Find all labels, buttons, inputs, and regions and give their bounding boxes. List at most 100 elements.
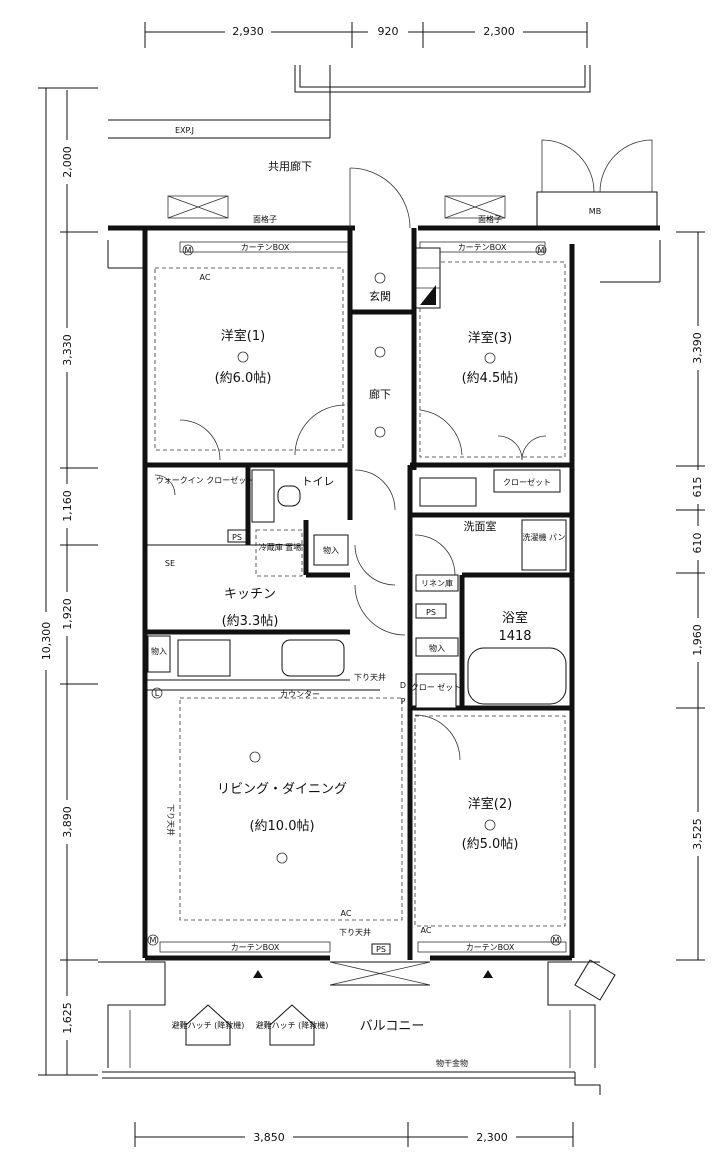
marker-l: L: [155, 689, 160, 698]
marker-m-4: M: [553, 936, 560, 945]
dim-left-1: 2,000: [61, 146, 74, 178]
dim-bottom-2: 2,300: [476, 1131, 508, 1144]
common-corridor-label: 共用廊下: [268, 159, 312, 173]
cooktop: [177, 639, 231, 677]
closet-top-box: [493, 469, 561, 493]
dim-left-4: 1,920: [61, 598, 74, 630]
toilet-label: トイレ: [302, 475, 335, 488]
bath-size: 1418: [498, 629, 531, 644]
hatch-right-label: 避難ハッチ (降救機): [256, 1020, 329, 1030]
drying-rack-label: 物干金物: [436, 1058, 468, 1068]
expj-label: EXP.J: [175, 126, 194, 135]
hallway-label: 廊下: [369, 387, 391, 401]
bathtub: [467, 647, 567, 705]
fridge-label: 冷蔵庫 置場: [259, 542, 302, 552]
room2-size: (約5.0帖): [462, 837, 519, 852]
living-name: リビング・ダイニング: [217, 782, 347, 797]
marker-ac-3: AC: [421, 926, 432, 935]
ps-a-box: [415, 603, 447, 619]
linen-box: [415, 574, 459, 592]
storage-a-label: 物入: [323, 545, 339, 555]
room1-name: 洋室(1): [221, 328, 265, 344]
dim-left-6: 1,625: [61, 1002, 74, 1034]
marker-m-1: M: [185, 246, 192, 255]
right-dimension-line: 3,390 615 610 1,960 3,525: [676, 231, 705, 961]
closet-mid-label: クロー ゼット: [411, 682, 462, 692]
room3-light-icon: [484, 352, 496, 364]
storage-c-label: 物入: [429, 643, 445, 653]
storage-a-box: [313, 534, 349, 566]
kitchen-size: (約3.3帖): [222, 614, 279, 629]
room1-size: (約6.0帖): [215, 371, 272, 386]
living-light-icon: [249, 751, 261, 763]
marker-ac-2: AC: [341, 909, 352, 918]
lattice-right-label: 面格子: [478, 214, 502, 224]
dim-right-5: 3,525: [691, 818, 704, 850]
dim-right-2: 615: [691, 477, 704, 498]
drop-ceiling-a: 下り天井: [354, 672, 386, 682]
marker-ac-1: AC: [200, 273, 211, 282]
top-dimension-line: 2,930 920 2,300: [144, 22, 588, 48]
storage-b-box: [147, 635, 171, 673]
entrance-label: 玄関: [369, 289, 391, 303]
balcony-label: バルコニー: [360, 1019, 425, 1034]
kitchen-name: キッチン: [224, 587, 276, 602]
ceiling-light-icon: [374, 272, 386, 284]
counter-label: カウンター: [280, 690, 320, 699]
bath-name: 浴室: [502, 610, 528, 626]
dim-right-4: 1,960: [691, 624, 704, 656]
dim-top-3: 2,300: [483, 25, 515, 38]
dim-top-1: 2,930: [232, 25, 264, 38]
dim-left-total: 10,300: [40, 622, 53, 661]
room1-light-icon: [237, 351, 249, 363]
living-light-icon-2: [276, 852, 288, 864]
marker-m-3: M: [150, 936, 157, 945]
drop-ceiling-b: 下り天井: [166, 804, 176, 836]
mb-box: [536, 191, 658, 229]
hall-light-icon-2: [374, 426, 386, 438]
closet-mid-box: [415, 673, 457, 709]
marker-p: P: [401, 697, 406, 706]
markers: M M M M AC AC AC L D P SE PS PS: [147, 244, 562, 955]
marker-se: SE: [165, 559, 175, 568]
bottom-dimension-line: 3,850 2,300: [134, 1122, 574, 1147]
dim-right-3: 610: [691, 533, 704, 554]
outer-walls: [107, 225, 661, 961]
toilet-bowl: [277, 485, 301, 507]
dim-bottom-1: 3,850: [253, 1131, 285, 1144]
storage-b-label: 物入: [151, 646, 167, 656]
dim-top-2: 920: [378, 25, 399, 38]
interior-walls: [145, 228, 572, 960]
washer-pan-label: 洗濯機 パン: [523, 532, 566, 542]
drop-ceiling-c: 下り天井: [339, 927, 371, 937]
marker-d: D: [400, 681, 406, 690]
walkin-closet-label: ウォークイン クローゼット: [156, 475, 255, 485]
room2-name: 洋室(2): [468, 796, 512, 812]
linen-label: リネン庫: [421, 578, 453, 588]
hatch-left-label: 避難ハッチ (降救機): [172, 1020, 245, 1030]
fridge-area: [255, 529, 303, 577]
room-labels: 洋室(1) (約6.0帖) 洋室(3) (約4.5帖) 廊下 ウォークイン クロ…: [147, 328, 567, 937]
washer-pan-box: [521, 519, 567, 571]
door-swings: [154, 167, 547, 761]
ps-b-label: PS: [232, 533, 242, 542]
kitchen-sink: [281, 639, 345, 677]
exterior-top: EXP.J 共用廊下 MB: [108, 65, 658, 229]
dim-left-3: 1,160: [61, 490, 74, 522]
dim-left-5: 3,890: [61, 806, 74, 838]
living-size: (約10.0帖): [249, 819, 314, 834]
toilet-tank: [251, 469, 275, 523]
marker-m-2: M: [538, 246, 545, 255]
washroom-label: 洗面室: [464, 519, 497, 533]
closet-top-label: クローゼット: [503, 477, 551, 487]
dim-left-2: 3,330: [61, 334, 74, 366]
lattice-left-label: 面格子: [253, 214, 277, 224]
dim-right-1: 3,390: [691, 332, 704, 364]
hall-light-icon-1: [374, 346, 386, 358]
ps-a-label: PS: [426, 608, 436, 617]
mb-label: MB: [589, 207, 601, 216]
room2-light-icon: [484, 819, 496, 831]
left-dimension-line: 2,000 3,330 1,160 1,920 3,890 1,625 10,3…: [38, 87, 98, 1076]
